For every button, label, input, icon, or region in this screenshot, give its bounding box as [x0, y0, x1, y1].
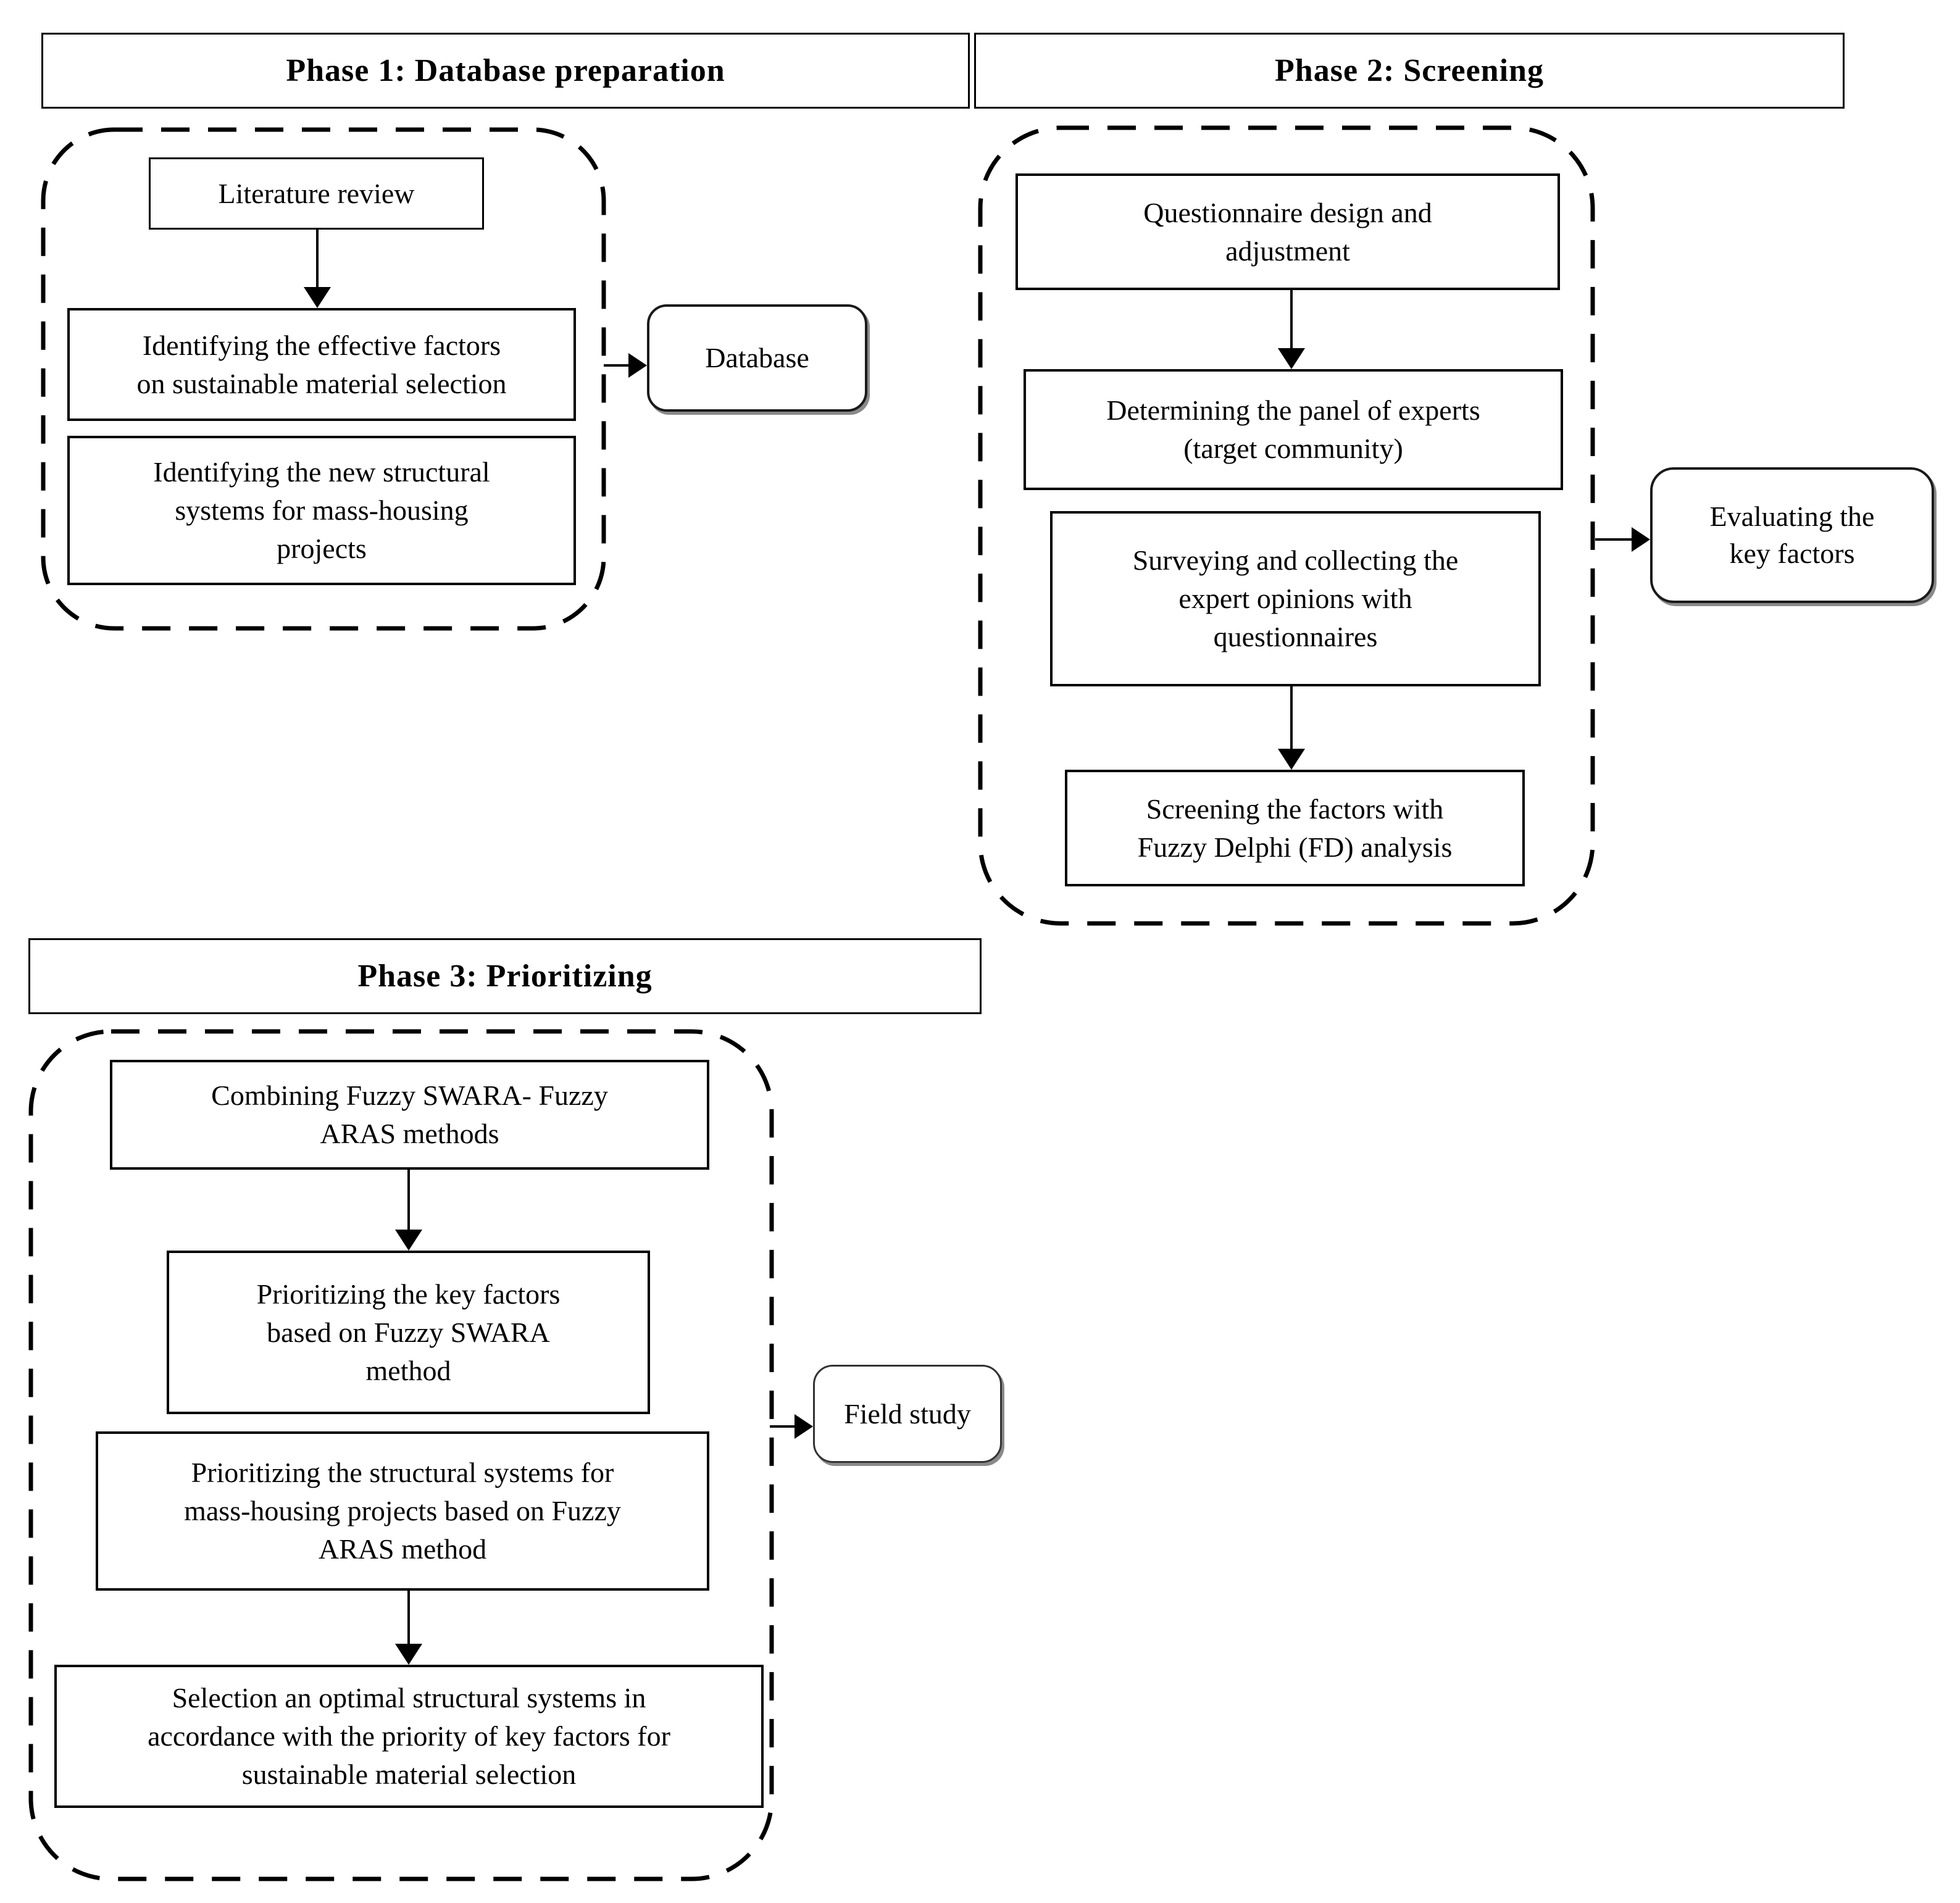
box-prioritizing-structural-systems: Prioritizing the structural systems for …: [96, 1431, 709, 1591]
phase3-title: Phase 3: Prioritizing: [357, 959, 653, 994]
box-surveying-opinions: Surveying and collecting the expert opin…: [1050, 511, 1541, 686]
arrow-surveying-to-screening-head: [1278, 749, 1305, 770]
arrow-to-database-head: [628, 353, 647, 378]
arrow-literature-to-factors-stem: [316, 230, 319, 288]
phase2-title: Phase 2: Screening: [1275, 53, 1544, 88]
arrow-to-field-study-head: [794, 1414, 813, 1439]
phase3-header: Phase 3: Prioritizing: [28, 938, 982, 1014]
arrow-combining-to-prioritizing-head: [395, 1230, 422, 1251]
box-combining-methods: Combining Fuzzy SWARA- Fuzzy ARAS method…: [110, 1060, 709, 1170]
arrow-literature-to-factors-head: [304, 287, 331, 308]
box-literature-review: Literature review: [149, 157, 484, 230]
box-identifying-factors: Identifying the effective factors on sus…: [67, 308, 576, 421]
database-box: Database: [647, 304, 867, 412]
phase1-header: Phase 1: Database preparation: [41, 33, 970, 109]
field-study-box: Field study: [813, 1365, 1002, 1463]
evaluating-key-factors-box: Evaluating the key factors: [1650, 467, 1934, 603]
arrow-surveying-to-screening-stem: [1290, 686, 1293, 750]
box-questionnaire-design: Questionnaire design and adjustment: [1015, 173, 1560, 290]
box-identifying-systems: Identifying the new structural systems f…: [67, 436, 576, 585]
arrow-combining-to-prioritizing-stem: [407, 1170, 410, 1231]
phase1-title: Phase 1: Database preparation: [286, 53, 725, 88]
arrow-questionnaire-to-panel-head: [1278, 348, 1305, 369]
arrow-to-database-stem: [604, 364, 630, 367]
arrow-systems-to-selection-stem: [407, 1591, 410, 1645]
box-selection-optimal: Selection an optimal structural systems …: [54, 1665, 764, 1808]
phase2-header: Phase 2: Screening: [974, 33, 1845, 109]
arrow-to-field-study-stem: [770, 1425, 796, 1428]
arrow-to-evaluating-stem: [1595, 538, 1633, 541]
arrow-questionnaire-to-panel-stem: [1290, 290, 1293, 349]
arrow-to-evaluating-head: [1632, 527, 1650, 552]
arrow-systems-to-selection-head: [395, 1644, 422, 1665]
box-prioritizing-key-factors: Prioritizing the key factors based on Fu…: [167, 1251, 650, 1414]
box-panel-of-experts: Determining the panel of experts (target…: [1024, 369, 1563, 490]
box-screening-factors: Screening the factors with Fuzzy Delphi …: [1065, 770, 1525, 886]
